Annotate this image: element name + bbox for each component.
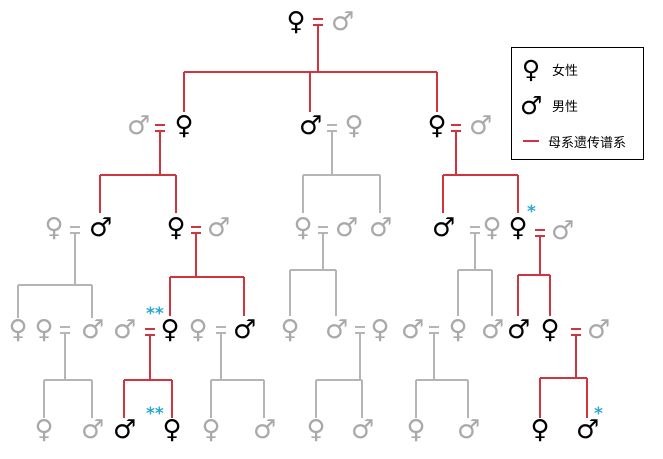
legend-row-male: ♂ 男性 <box>520 90 578 120</box>
line-gen4-b-children <box>123 335 173 418</box>
marriage-gen3-a <box>70 226 80 234</box>
male-icon: ♂ <box>401 315 425 345</box>
male-icon: ♂ <box>233 315 257 345</box>
male-icon: ♂ <box>253 415 277 445</box>
female-icon: ♀ <box>448 315 468 345</box>
marriage-gen1 <box>313 18 323 26</box>
line-gen4-d-children <box>315 333 363 418</box>
female-icon: ♀ <box>406 415 426 445</box>
female-icon: ♀ <box>540 315 560 345</box>
male-icon: ♂ <box>551 216 575 246</box>
male-icon: ♂ <box>335 213 359 243</box>
female-icon: ♀ <box>370 315 390 345</box>
female-icon: ♀ <box>160 315 180 345</box>
female-icon: ♀ <box>280 315 300 345</box>
female-icon: ♀ <box>8 315 28 345</box>
legend-row-line: 母系遗传谱系 <box>520 126 626 156</box>
legend-line-label: 母系遗传谱系 <box>548 135 627 151</box>
marriage-gen4-c <box>216 326 226 334</box>
line-gen2-b-children <box>302 131 381 213</box>
female-icon: ♀ <box>286 7 306 37</box>
asterisk-annotation: ** <box>146 404 164 424</box>
male-icon: ♂ <box>299 111 323 141</box>
female-icon: ♀ <box>201 415 221 445</box>
female-icon: ♀ <box>344 111 364 141</box>
male-icon: ♂ <box>369 213 393 243</box>
legend-female-label: 女性 <box>552 63 579 79</box>
marriage-gen3-e <box>535 229 545 237</box>
line-gen3-d-children <box>457 233 493 316</box>
male-icon: ♂ <box>576 415 600 445</box>
male-icon: ♂ <box>457 415 481 445</box>
male-icon: ♂ <box>351 415 375 445</box>
marriage-gen2-a <box>155 124 165 132</box>
female-icon: ♀ <box>174 111 194 141</box>
male-icon: ♂ <box>81 315 105 345</box>
male-icon: ♂ <box>113 415 137 445</box>
male-icon: ♂ <box>481 315 505 345</box>
male-icon: ♂ <box>81 415 105 445</box>
male-icon: ♂ <box>113 315 137 345</box>
male-icon: ♂ <box>207 213 231 243</box>
female-icon: ♀ <box>34 415 54 445</box>
female-icon: ♀ <box>306 415 326 445</box>
male-icon: ♂ <box>127 111 151 141</box>
line-gen3-c-children <box>289 233 337 316</box>
male-icon: ♂ <box>520 90 543 120</box>
legend-row-female: ♀ 女性 <box>520 54 578 84</box>
male-icon: ♂ <box>469 111 493 141</box>
female-icon: ♀ <box>166 213 186 243</box>
marriage-gen4-e <box>429 326 439 334</box>
line-gen2-c-children <box>442 131 519 213</box>
female-icon: ♀ <box>482 213 502 243</box>
legend: ♀ 女性 ♂ 男性 母系遗传谱系 <box>511 47 644 160</box>
line-gen4-f-children <box>539 335 588 418</box>
male-icon: ♂ <box>89 213 113 243</box>
male-icon: ♂ <box>325 315 349 345</box>
asterisk-annotation: * <box>527 202 536 222</box>
female-icon: ♀ <box>188 315 208 345</box>
female-icon: ♀ <box>34 315 54 345</box>
male-icon: ♂ <box>432 213 456 243</box>
line-gen4-c-children <box>210 333 265 418</box>
asterisk-annotation: ** <box>146 304 164 324</box>
line-gen1-children <box>183 25 438 112</box>
marriage-gen2-b <box>327 124 337 132</box>
marriage-gen4-b <box>145 328 155 336</box>
line-gen4-e-children <box>415 333 469 418</box>
female-icon: ♀ <box>44 213 64 243</box>
male-icon: ♂ <box>331 7 355 37</box>
female-icon: ♀ <box>162 415 182 445</box>
marriage-gen3-d <box>470 226 480 234</box>
female-icon: ♀ <box>521 54 541 84</box>
marriage-gen4-f <box>571 328 581 336</box>
marriage-gen4-d <box>355 326 365 334</box>
maternal-line-swatch <box>523 140 539 142</box>
line-gen4-a-children <box>43 333 93 418</box>
marriage-gen4-a <box>60 326 70 334</box>
male-icon: ♂ <box>507 315 531 345</box>
legend-male-label: 男性 <box>552 99 579 115</box>
line-gen3-e-children <box>517 236 551 316</box>
line-gen2-a-children <box>99 131 177 213</box>
line-gen3-b-children <box>169 233 245 316</box>
male-icon: ♂ <box>587 315 611 345</box>
marriage-gen2-c <box>451 124 461 132</box>
asterisk-annotation: * <box>594 404 603 424</box>
marriage-gen3-b <box>191 226 201 234</box>
line-gen3-a-children <box>17 233 93 318</box>
female-icon: ♀ <box>293 213 313 243</box>
marriage-gen3-c <box>318 226 328 234</box>
female-icon: ♀ <box>427 111 447 141</box>
female-icon: ♀ <box>530 415 550 445</box>
female-icon: ♀ <box>508 213 528 243</box>
